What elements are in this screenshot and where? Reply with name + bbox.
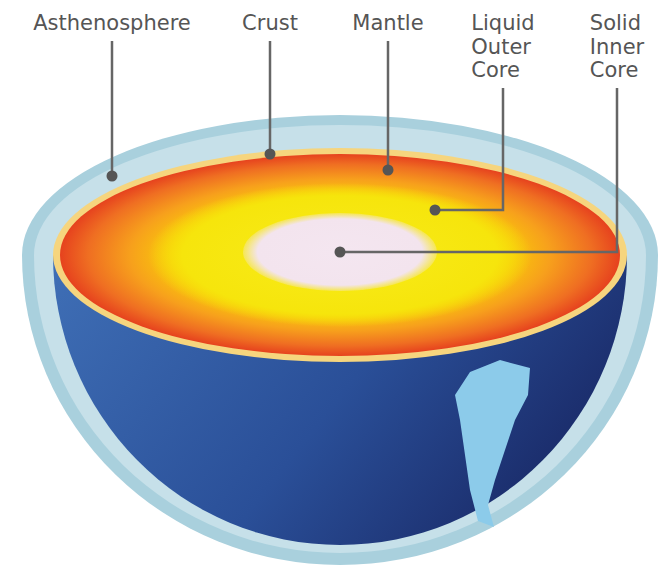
asthenosphere-band xyxy=(34,125,646,553)
layer-label: Solid Inner Core xyxy=(590,12,644,83)
leader-dot xyxy=(107,171,118,182)
leader-dot xyxy=(265,149,276,160)
leader-line xyxy=(111,41,114,176)
leader-dot xyxy=(335,247,346,258)
crust-rim xyxy=(53,148,627,362)
layer-label: Liquid Outer Core xyxy=(471,12,534,83)
outer-core-layer xyxy=(148,183,532,327)
leader-dot xyxy=(383,165,394,176)
leader-line xyxy=(387,41,390,170)
leader-line xyxy=(435,88,503,210)
mantle-layer xyxy=(60,154,620,356)
layer-label: Mantle xyxy=(352,12,423,36)
layer-label: Asthenosphere xyxy=(33,12,191,36)
leader-line xyxy=(340,88,617,252)
leader-dot xyxy=(430,205,441,216)
south-america xyxy=(455,360,530,527)
asthenosphere-outer xyxy=(22,115,658,565)
leader-line xyxy=(269,41,272,154)
layer-label: Crust xyxy=(242,12,298,36)
